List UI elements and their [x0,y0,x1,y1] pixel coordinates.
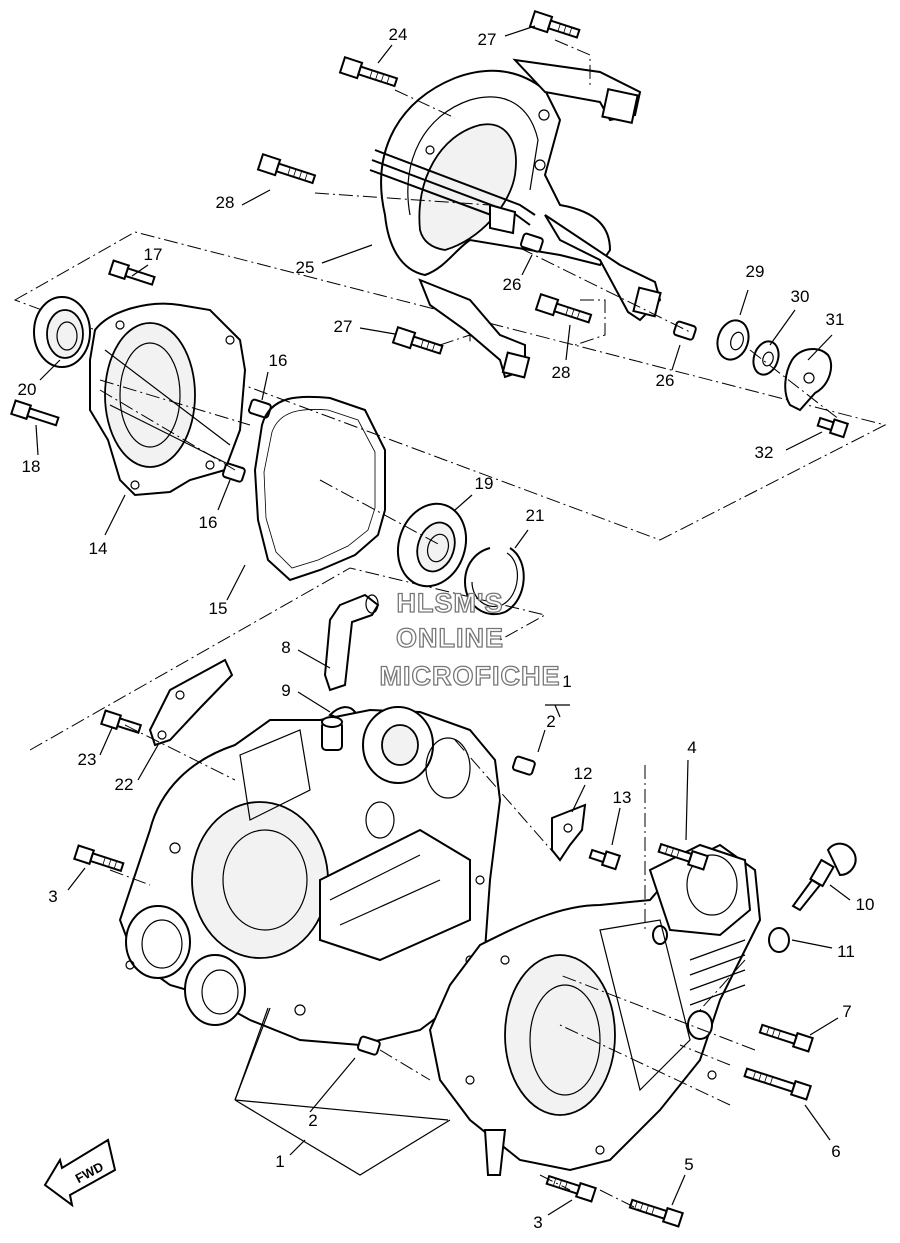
bolt-28a [256,153,317,185]
left-cover-parts [10,259,525,616]
callout-c29: 29 [746,262,765,281]
left-crankcase-half [118,706,502,1047]
dipstick-10 [791,842,857,912]
callout-c6: 6 [831,1142,840,1161]
dowel-26b [673,320,697,341]
plate-12 [551,803,587,862]
callout-c4: 4 [687,738,696,757]
callout-c24: 24 [389,25,408,44]
left-crankcase-cover [89,302,247,497]
bolt-28b [534,293,593,324]
bolt-27a [528,10,581,39]
gasket-15 [253,395,386,582]
callout-c20: 20 [18,380,37,399]
dowel-16a [248,398,272,419]
callout-c27a: 27 [478,30,497,49]
callout-c19: 19 [475,474,494,493]
bolt-23 [100,709,143,735]
plate-31 [784,348,833,412]
bolt-5 [628,1198,684,1228]
callout-c12: 12 [574,764,593,783]
callout-c15: 15 [209,599,228,618]
callout-c30: 30 [791,287,810,306]
callout-c10: 10 [856,895,875,914]
bolt-7 [758,1023,814,1053]
forward-arrow-icon: FWD [43,1138,117,1208]
generator-cover [369,58,662,379]
bolt-6 [743,1067,812,1101]
callout-c8: 8 [281,638,290,657]
callout-c1b: 1 [275,1152,284,1171]
callout-c21: 21 [526,506,545,525]
callout-c28b: 28 [552,363,571,382]
bolt-4 [657,842,709,871]
callout-c17: 17 [144,245,163,264]
callout-c31: 31 [826,310,845,329]
callout-c22: 22 [115,775,134,794]
callout-c23: 23 [78,750,97,769]
dowel-16b [222,462,246,483]
bolt-18 [10,399,60,427]
callout-c26b: 26 [656,371,675,390]
dowel-2b [357,1035,381,1056]
circlip-21 [463,547,525,616]
callout-c32: 32 [755,443,774,462]
lower-fasteners [73,755,857,1228]
callout-c16b: 16 [199,513,218,532]
dowel-26a [520,232,544,253]
bearing-19 [397,502,467,588]
o-ring-11 [768,927,790,953]
callout-c9: 9 [281,681,290,700]
callout-c5: 5 [684,1155,693,1174]
breather-hose [323,593,380,722]
right-crankcase-half [428,843,762,1176]
leader-lines [35,25,851,1216]
callout-c14: 14 [89,539,108,558]
seal-30 [752,340,780,376]
callout-c3a: 3 [48,887,57,906]
watermark-line-1: HLSM'S [397,588,504,618]
dowel-2a [512,755,536,776]
callout-c26a: 26 [503,275,522,294]
callout-c7: 7 [842,1002,851,1021]
callout-c2b: 2 [308,1111,317,1130]
callout-c28a: 28 [216,193,235,212]
bolt-17 [108,259,156,286]
bolt-32 [816,416,850,439]
callout-c25: 25 [296,258,315,277]
bolt-3a [73,844,125,873]
callout-c2a: 2 [546,712,555,731]
callout-c18: 18 [22,457,41,476]
bolt-27b [391,326,444,355]
bracket-22 [148,658,234,747]
watermark: HLSM'S ONLINE MICROFICHE [379,587,561,691]
assembly-frames [13,231,887,751]
top-fasteners [256,10,850,439]
bearing-29 [716,319,750,361]
callout-c16a: 16 [269,351,288,370]
watermark-line-3: MICROFICHE [380,661,561,691]
callout-c27b: 27 [334,317,353,336]
callout-c11: 11 [837,942,855,961]
callout-c3b: 3 [533,1213,542,1232]
callout-c1a: 1 [562,672,571,691]
oil-seal-20 [33,296,91,368]
bolt-3b [545,1174,597,1203]
callout-c13: 13 [613,788,632,807]
bolt-24 [338,56,399,88]
bolt-13 [588,848,622,871]
watermark-line-2: ONLINE [396,623,504,653]
